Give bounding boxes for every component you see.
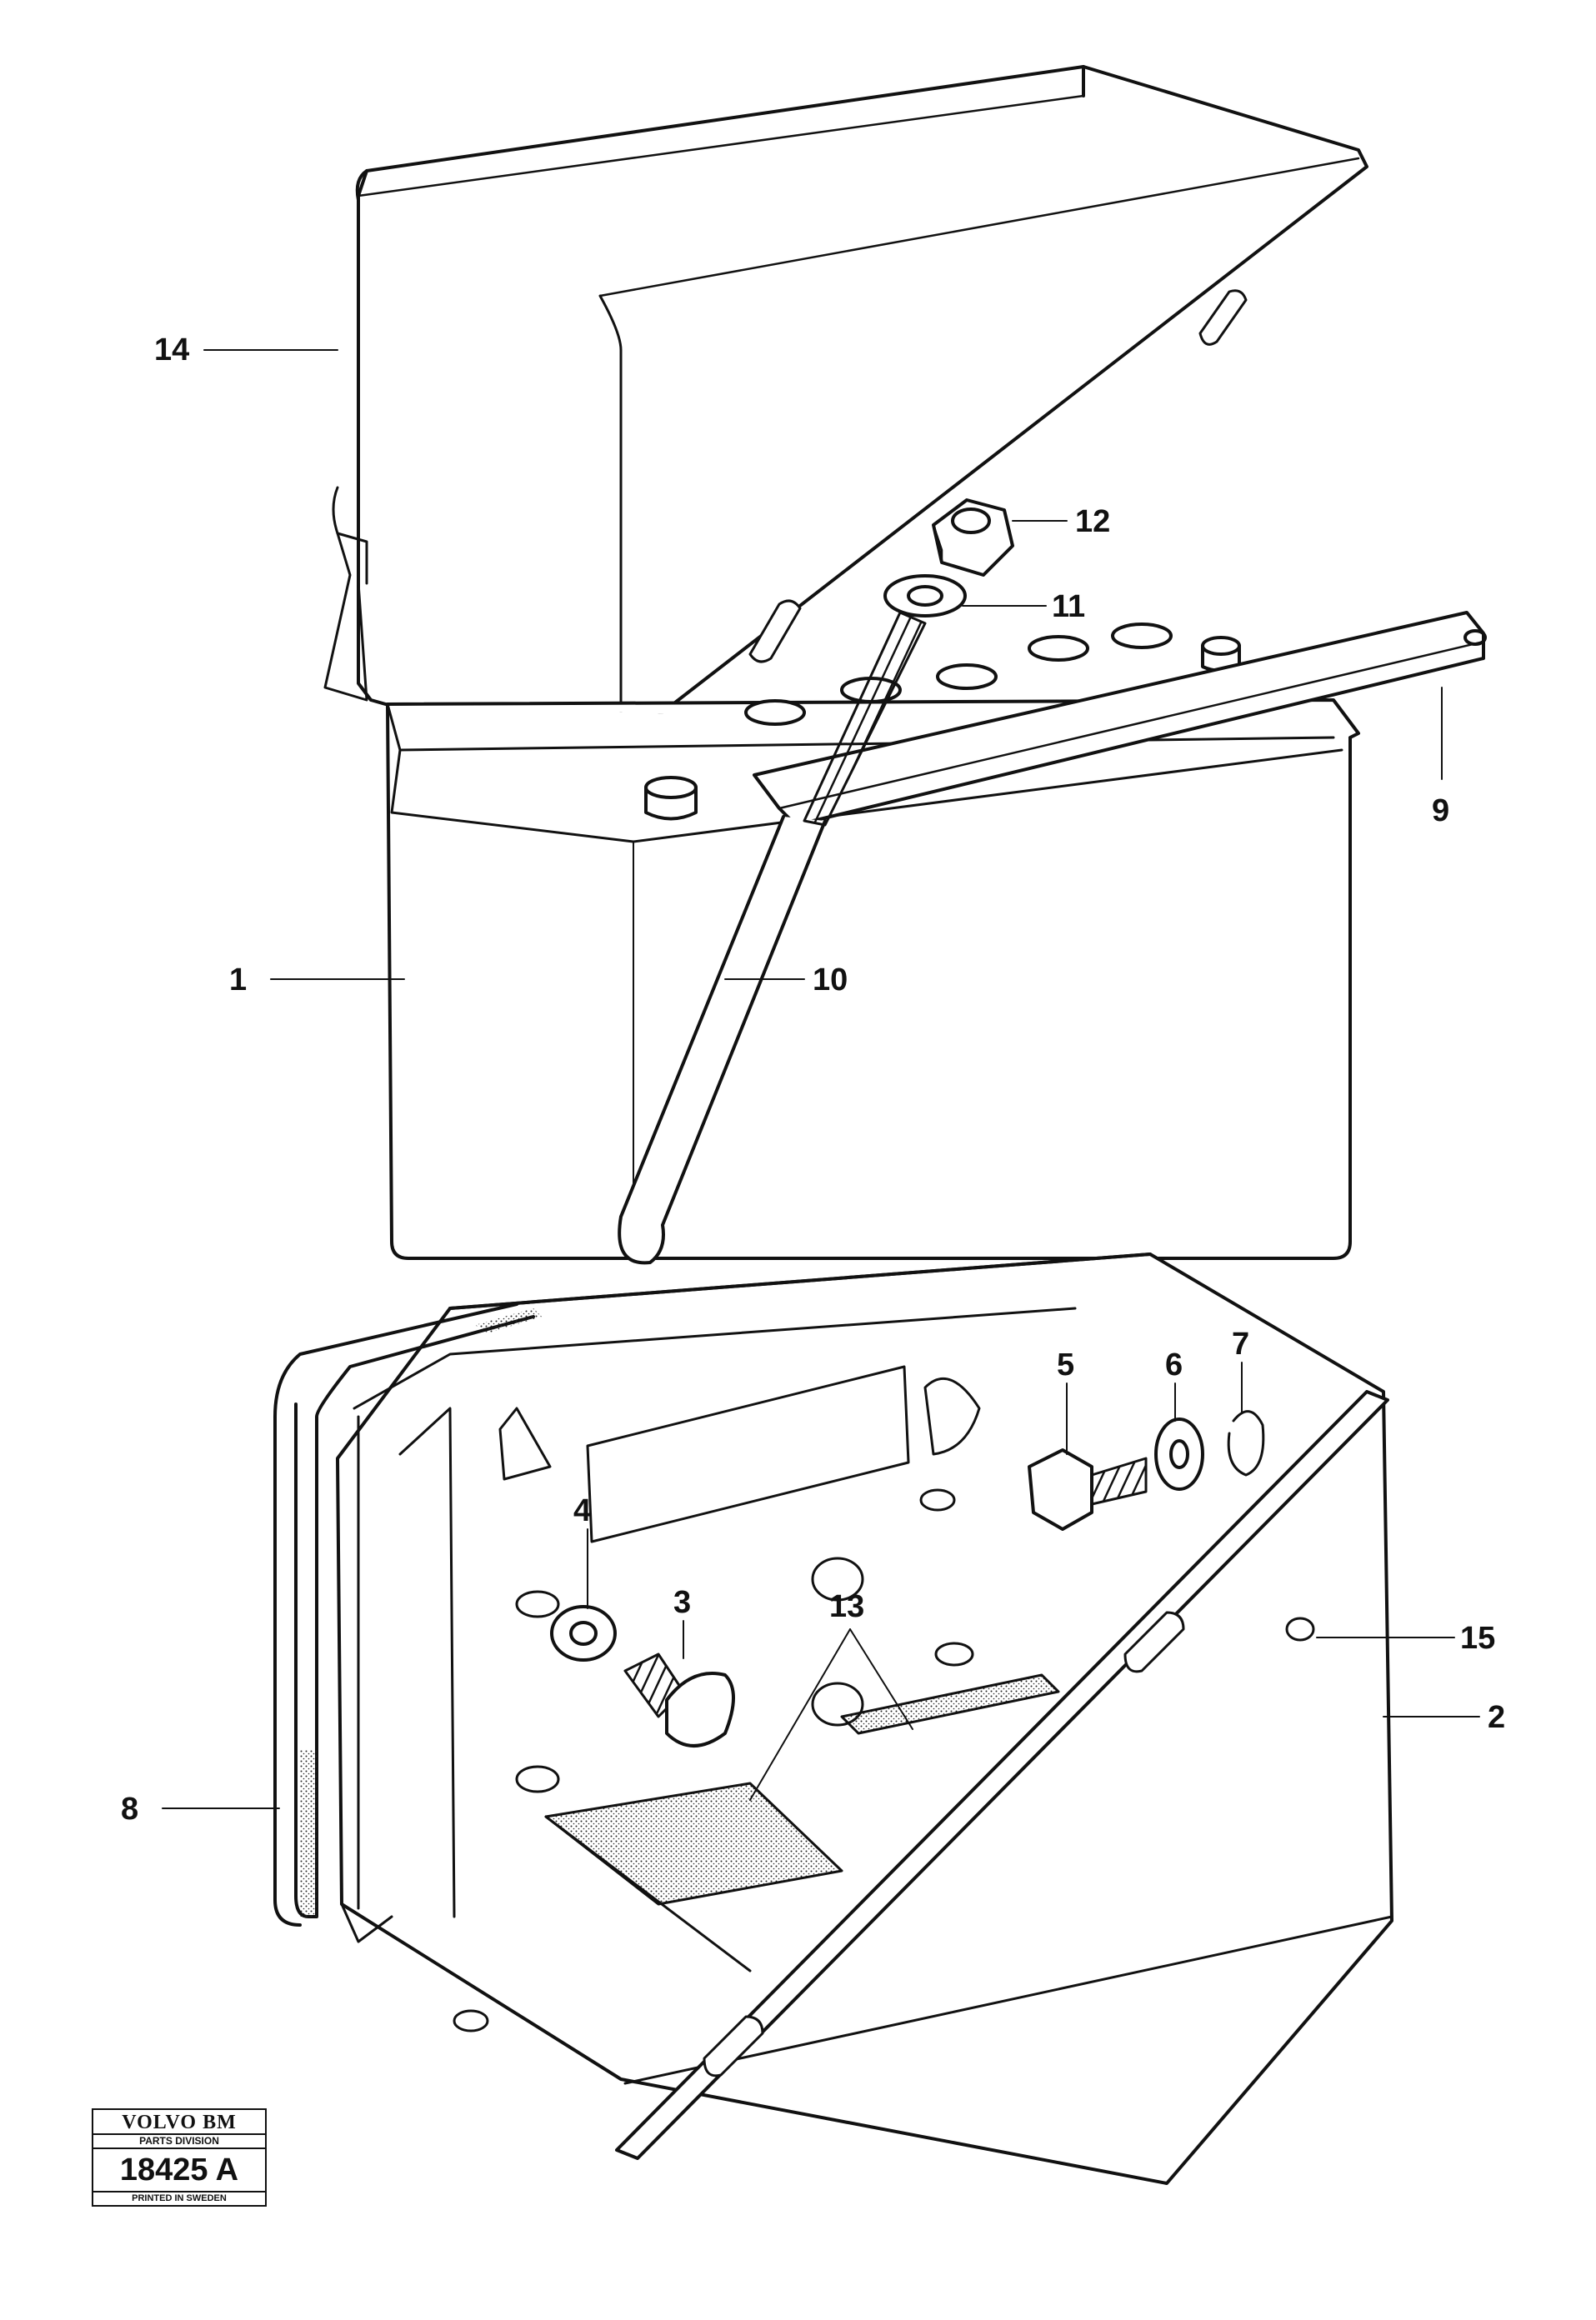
plug-15 xyxy=(1285,1617,1315,1642)
callout-6: 6 xyxy=(1165,1348,1183,1382)
callout-13: 13 xyxy=(829,1589,864,1624)
nut-12 xyxy=(932,498,1014,577)
screw-5 xyxy=(1028,1448,1148,1531)
callout-1: 1 xyxy=(229,962,247,998)
stamp-drawing-number: 18425 A xyxy=(93,2149,265,2192)
battery xyxy=(386,622,1360,1260)
lock-washer-7 xyxy=(1227,1410,1265,1477)
tie-rod xyxy=(618,611,927,1265)
callout-12: 12 xyxy=(1075,504,1110,539)
callout-10: 10 xyxy=(813,962,848,998)
screw-3 xyxy=(623,1652,735,1748)
volvo-bm-stamp: VOLVO BM PARTS DIVISION 18425 A PRINTED … xyxy=(92,2108,267,2207)
washer-11 xyxy=(883,574,967,618)
stamp-brand: VOLVO BM xyxy=(93,2110,265,2135)
callout-5: 5 xyxy=(1057,1348,1074,1382)
callout-15: 15 xyxy=(1460,1621,1495,1656)
battery-box xyxy=(336,1252,1393,2185)
callouts: 14 12 11 9 1 10 7 6 5 4 3 13 15 2 8 xyxy=(121,332,1505,1827)
washer-4 xyxy=(550,1605,617,1662)
seal-strip-8 xyxy=(273,1302,542,1927)
stamp-division: PARTS DIVISION xyxy=(93,2135,265,2149)
callout-2: 2 xyxy=(1488,1700,1505,1735)
leader-lines xyxy=(162,349,1480,1809)
callout-8: 8 xyxy=(121,1792,138,1827)
callout-9: 9 xyxy=(1432,793,1449,828)
battery-cover xyxy=(323,65,1368,764)
callout-4: 4 xyxy=(573,1493,591,1528)
hold-down-bar xyxy=(753,611,1487,827)
callout-11: 11 xyxy=(1052,589,1085,624)
callout-14: 14 xyxy=(154,332,189,368)
callout-3: 3 xyxy=(673,1585,691,1620)
stamp-printed: PRINTED IN SWEDEN xyxy=(132,2193,227,2203)
callout-7: 7 xyxy=(1232,1327,1249,1362)
washer-6 xyxy=(1154,1418,1204,1491)
